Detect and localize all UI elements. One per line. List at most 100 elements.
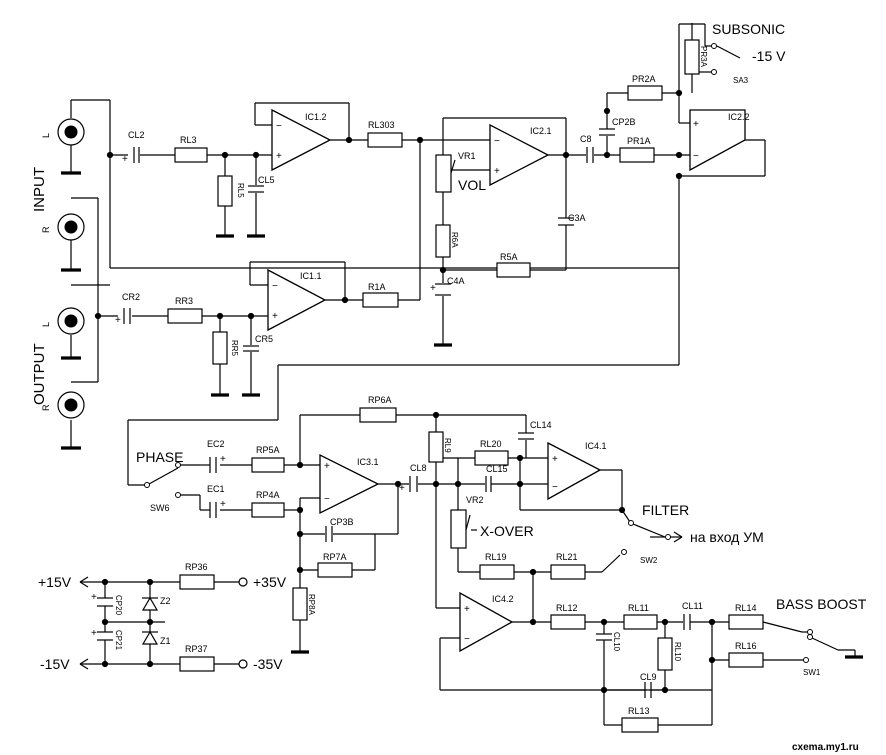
svg-text:−: − bbox=[464, 634, 470, 645]
label-rp8a: RP8A bbox=[307, 594, 316, 616]
label-rr5: RR5 bbox=[230, 340, 239, 357]
label-minus35v: -35V bbox=[253, 656, 283, 672]
svg-text:+: + bbox=[464, 604, 470, 615]
svg-text:+: + bbox=[430, 283, 436, 294]
label-subsonic: SUBSONIC bbox=[712, 21, 785, 37]
label-cp21: CP21 bbox=[114, 630, 123, 651]
svg-text:+: + bbox=[693, 119, 699, 130]
label-rl20: RL20 bbox=[480, 439, 502, 449]
switch-filter[interactable] bbox=[628, 520, 671, 540]
jack-label-in-r: R bbox=[41, 226, 51, 233]
label-rp5a: RP5A bbox=[256, 445, 280, 455]
svg-text:+: + bbox=[552, 454, 558, 465]
svg-text:+: + bbox=[399, 483, 405, 494]
svg-text:+: + bbox=[115, 315, 121, 326]
label-bass-boost: BASS BOOST bbox=[776, 596, 867, 612]
label-sw2: SW2 bbox=[640, 556, 658, 565]
label-ic42: IC4.2 bbox=[492, 594, 514, 604]
label-z1: Z1 bbox=[160, 636, 171, 646]
label-vr1: VR1 bbox=[458, 151, 476, 161]
label-cr5: CR5 bbox=[255, 334, 273, 344]
power-terminals bbox=[79, 531, 683, 670]
zener-z1 bbox=[141, 630, 159, 645]
switch-sw2[interactable] bbox=[621, 549, 627, 555]
label-cp20: CP20 bbox=[114, 595, 123, 616]
section-output-label: OUTPUT bbox=[31, 343, 48, 405]
label-plus35v: +35V bbox=[253, 574, 287, 590]
label-plus15v: +15V bbox=[38, 574, 72, 590]
label-vol: VOL bbox=[458, 177, 486, 193]
label-cl14: CL14 bbox=[530, 420, 552, 430]
label-rl5: RL5 bbox=[236, 183, 245, 198]
label-amp-input: на вход УМ bbox=[690, 529, 764, 545]
label-cl2: CL2 bbox=[128, 130, 145, 140]
opamp-ic21: − + bbox=[489, 123, 550, 187]
opamp-ic31: + − bbox=[319, 453, 380, 515]
switch-subsonic[interactable] bbox=[711, 43, 717, 75]
label-rl21: RL21 bbox=[556, 552, 578, 562]
label-r6a: R6A bbox=[450, 232, 459, 248]
label-sw1: SW1 bbox=[803, 668, 821, 677]
svg-text:+: + bbox=[494, 166, 500, 177]
zener-z2 bbox=[141, 596, 159, 611]
label-vr2: VR2 bbox=[466, 495, 484, 505]
label-rl13: RL13 bbox=[628, 706, 650, 716]
label-cp2b: CP2B bbox=[612, 117, 636, 127]
label-z2: Z2 bbox=[160, 596, 171, 606]
label-rl12: RL12 bbox=[556, 603, 578, 613]
label-ic21: IC2.1 bbox=[530, 126, 552, 136]
label-ic22: IC2.2 bbox=[728, 112, 750, 122]
ground-symbols bbox=[61, 171, 863, 659]
svg-text:+: + bbox=[220, 499, 226, 510]
label-ec2: EC2 bbox=[207, 439, 225, 449]
label-xover: X-OVER bbox=[480, 523, 534, 539]
label-rl10: RL10 bbox=[673, 642, 682, 662]
label-cp3b: CP3B bbox=[330, 517, 354, 527]
svg-text:+: + bbox=[276, 151, 282, 162]
jack-label-in-l: L bbox=[41, 133, 51, 138]
label-ic41: IC4.1 bbox=[585, 441, 607, 451]
label-filter: FILTER bbox=[642, 502, 689, 518]
label-rp37: RP37 bbox=[185, 644, 208, 654]
label-ic31: IC3.1 bbox=[357, 457, 379, 467]
label-cl9: CL9 bbox=[640, 672, 657, 682]
section-input-label: INPUT bbox=[31, 167, 48, 212]
input-jack-l[interactable] bbox=[57, 118, 85, 146]
output-jack-r[interactable] bbox=[57, 391, 85, 419]
opamp-ic12: − + bbox=[271, 108, 332, 172]
opamp-ic11: − + bbox=[267, 268, 327, 332]
resistors bbox=[167, 39, 764, 733]
svg-text:−: − bbox=[693, 151, 699, 162]
switch-phase[interactable] bbox=[144, 462, 181, 498]
svg-text:+: + bbox=[324, 461, 330, 472]
label-rl16: RL16 bbox=[735, 641, 757, 651]
switch-bass-boost[interactable] bbox=[803, 629, 813, 663]
svg-text:+: + bbox=[91, 592, 97, 603]
label-phase: PHASE bbox=[136, 449, 183, 465]
svg-text:−: − bbox=[552, 482, 558, 493]
svg-text:+: + bbox=[272, 311, 278, 322]
input-jack-r[interactable] bbox=[57, 213, 85, 241]
svg-text:−: − bbox=[276, 121, 282, 132]
label-rl11: RL11 bbox=[628, 603, 649, 613]
jack-label-out-l: L bbox=[41, 322, 51, 327]
label-cl8: CL8 bbox=[410, 463, 427, 473]
capacitors: + + + + + + + + bbox=[91, 128, 691, 698]
label-pr2a: PR2A bbox=[632, 74, 656, 84]
label-rp4a: RP4A bbox=[256, 490, 280, 500]
junctions bbox=[94, 89, 716, 694]
svg-text:−: − bbox=[272, 281, 278, 292]
label-sw6: SW6 bbox=[150, 503, 170, 513]
label-r5a: R5A bbox=[500, 252, 518, 262]
label-minus15v-sub: -15 V bbox=[752, 48, 786, 64]
label-cl10: CL10 bbox=[612, 632, 621, 652]
label-cl5: CL5 bbox=[258, 175, 275, 185]
label-rr3: RR3 bbox=[175, 296, 193, 306]
svg-text:+: + bbox=[91, 628, 97, 639]
label-cr2: CR2 bbox=[122, 292, 140, 302]
label-ic11: IC1.1 bbox=[300, 271, 322, 281]
label-minus15v: -15V bbox=[40, 656, 70, 672]
label-rl19: RL19 bbox=[485, 552, 507, 562]
output-jack-l[interactable] bbox=[57, 307, 85, 335]
